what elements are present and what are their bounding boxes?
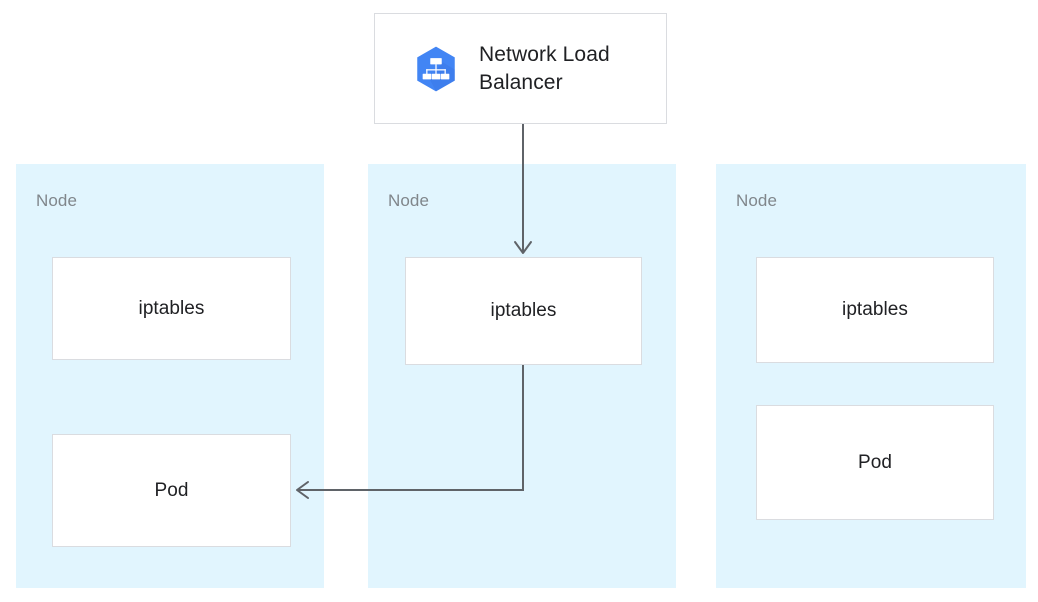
- node-label-3: Node: [736, 191, 778, 210]
- node-label-1: Node: [36, 191, 78, 210]
- node-3-pod-label: Pod: [858, 451, 892, 473]
- node-2-iptables-box[interactable]: iptables: [405, 257, 642, 365]
- node-3-pod-box[interactable]: Pod: [756, 405, 994, 520]
- network-load-balancer-icon: [417, 46, 455, 91]
- node-label-2: Node: [388, 191, 430, 210]
- network-load-balancer-card[interactable]: Network Load Balancer: [374, 13, 667, 124]
- node-3-iptables-label: iptables: [842, 299, 908, 321]
- node-panel-3: Node: [716, 164, 1026, 588]
- node-2-iptables-label: iptables: [490, 300, 557, 322]
- node-3-iptables-box[interactable]: iptables: [756, 257, 994, 363]
- node-1-pod-label: Pod: [154, 479, 189, 501]
- network-load-balancer-label: Network Load Balancer: [479, 42, 610, 94]
- node-1-pod-box[interactable]: Pod: [52, 434, 291, 547]
- node-panel-2: Node: [368, 164, 676, 588]
- node-1-iptables-label: iptables: [138, 297, 205, 319]
- node-1-iptables-box[interactable]: iptables: [52, 257, 291, 360]
